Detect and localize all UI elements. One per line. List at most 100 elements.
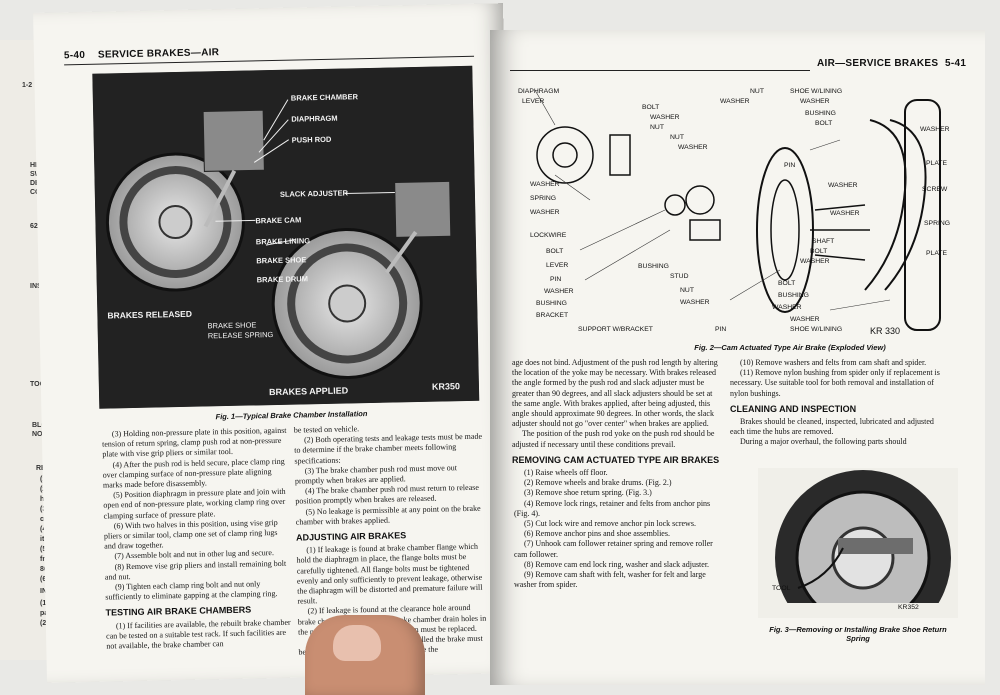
- step: (9) Remove cam shaft with felt, washer f…: [514, 570, 706, 590]
- figure-code: KR350: [431, 381, 461, 392]
- figure-code: KR 330: [870, 326, 901, 336]
- right-column-1: age does not bind. Adjustment of the pus…: [512, 358, 722, 590]
- part-label: WASHER: [800, 98, 830, 105]
- part-label: PLATE: [926, 250, 948, 257]
- part-label: WASHER: [830, 210, 860, 217]
- running-head: SERVICE BRAKES—AIR: [97, 47, 220, 61]
- paragraph: age does not bind. Adjustment of the pus…: [512, 358, 718, 429]
- paragraph: (11) Remove nylon bushing from spider on…: [730, 368, 940, 398]
- part-label: BUSHING: [805, 110, 836, 117]
- step: (5) Cut lock wire and remove anchor pin …: [524, 519, 696, 529]
- fragment: NOT: [32, 431, 47, 438]
- part-label: WASHER: [530, 209, 560, 216]
- part-label: DIAPHRAGM: [518, 88, 560, 95]
- part-label: BUSHING: [638, 263, 669, 270]
- part-label: SCREW: [922, 186, 948, 193]
- part-label: WASHER: [544, 288, 574, 295]
- step: (3) Remove shoe return spring. (Fig. 3.): [524, 488, 652, 498]
- figure-code: KR352: [898, 604, 919, 611]
- figure1-caption: Fig. 1—Typical Brake Chamber Installatio…: [215, 409, 368, 422]
- paragraph: During a major overhaul, the following p…: [740, 437, 907, 447]
- part-label: NUT: [650, 124, 664, 131]
- label-tool: TOOL: [772, 585, 791, 592]
- part-label: SPRING: [924, 220, 951, 227]
- part-label: PIN: [550, 276, 562, 283]
- part-label: SHOE W/LINING: [790, 88, 843, 95]
- step: (6) Remove anchor pins and shoe assembli…: [524, 529, 670, 539]
- brake-assembly-illustration: [92, 65, 480, 409]
- label-diaphragm: DIAPHRAGM: [291, 113, 338, 124]
- spring-tool-illustration: [758, 470, 958, 618]
- part-label: LOCKWIRE: [530, 232, 567, 239]
- part-label: WASHER: [680, 299, 710, 306]
- exploded-view-illustration: [534, 89, 941, 331]
- part-label: BOLT: [778, 280, 796, 287]
- label-brake-drum: BRAKE DRUM: [256, 274, 309, 285]
- step: (2) Remove wheels and brake drums. (Fig.…: [524, 478, 672, 488]
- part-label: PIN: [784, 162, 796, 169]
- part-label: PIN: [715, 326, 727, 333]
- figure3-photo: TOOL KR352: [758, 468, 958, 618]
- left-page: 5-40 SERVICE BRAKES—AIR: [33, 3, 517, 683]
- label-slack-adjuster: SLACK ADJUSTER: [279, 188, 349, 199]
- right-page: AIR—SERVICE BRAKES 5-41: [490, 30, 985, 685]
- label-brakes-applied: BRAKES APPLIED: [268, 385, 349, 398]
- section-heading: REMOVING CAM ACTUATED TYPE AIR BRAKES: [512, 454, 720, 465]
- paragraph: (2) Both operating tests and leakage tes…: [294, 431, 483, 466]
- part-label: WASHER: [828, 182, 858, 189]
- label-brake-shoe-2: BRAKE SHOE: [207, 320, 257, 331]
- part-label: SUPPORT W/BRACKET: [578, 326, 653, 333]
- part-label: BUSHING: [536, 300, 567, 307]
- right-column-2: (10) Remove washers and felts from cam s…: [730, 358, 950, 448]
- part-label: LEVER: [522, 98, 545, 105]
- paragraph: The position of the push rod yoke on the…: [512, 429, 715, 449]
- part-label: WASHER: [530, 181, 560, 188]
- label-release-spring: RELEASE SPRING: [207, 330, 274, 341]
- running-head: AIR—SERVICE BRAKES: [817, 58, 939, 69]
- label-brake-chamber: BRAKE CHAMBER: [290, 92, 359, 103]
- figure2-caption: Fig. 2—Cam Actuated Type Air Brake (Expl…: [694, 343, 886, 352]
- page-number: 5-41: [945, 58, 967, 69]
- figure3-caption: Fig. 3—Removing or Installing Brake Shoe…: [769, 625, 947, 643]
- step: (7) Unhook cam follower retainer spring …: [514, 539, 713, 559]
- page-number: 5-40: [63, 49, 86, 62]
- part-label: WASHER: [720, 98, 750, 105]
- paragraph: (10) Remove washers and felts from cam s…: [740, 358, 927, 367]
- paragraph: (1) If leakage is found at brake chamber…: [296, 542, 483, 606]
- paragraph: (6) With two halves in this position, us…: [103, 517, 278, 551]
- part-label: WASHER: [650, 114, 680, 121]
- header-rule: [510, 70, 810, 71]
- label-brake-lining: BRAKE LINING: [255, 236, 311, 247]
- paragraph: (5) Position diaphragm in pressure plate…: [103, 487, 286, 521]
- part-label: BUSHING: [778, 292, 809, 299]
- part-label: BOLT: [815, 120, 833, 127]
- fragment: (2): [40, 620, 49, 627]
- label-brake-cam: BRAKE CAM: [255, 215, 302, 226]
- part-label: STUD: [670, 273, 689, 280]
- part-label: LEVER: [546, 262, 569, 269]
- part-label: WASHER: [772, 304, 802, 311]
- part-label: WASHER: [678, 144, 708, 151]
- part-label: BOLT: [642, 104, 660, 111]
- paragraph: (3) Holding non-pressure plate in this p…: [101, 425, 287, 460]
- thumb: [305, 615, 425, 695]
- section-heading: ADJUSTING AIR BRAKES: [295, 530, 407, 543]
- paragraph: (9) Tighten each clamp ring bolt and nut…: [105, 579, 278, 602]
- part-label: PLATE: [926, 160, 948, 167]
- paragraph: Brakes should be cleaned, inspected, lub…: [730, 417, 934, 437]
- part-label: SHAFT: [812, 238, 835, 245]
- label-brake-shoe: BRAKE SHOE: [256, 255, 307, 266]
- figure2-drawing: DIAPHRAGM LEVER BOLT WASHER NUT NUT WASH…: [510, 80, 980, 340]
- step: (1) Raise wheels off floor.: [524, 468, 608, 478]
- part-label: NUT: [670, 134, 684, 141]
- part-label: WASHER: [920, 126, 950, 133]
- label-push-rod: PUSH ROD: [291, 134, 332, 145]
- fragment: 1-2: [22, 82, 33, 89]
- part-label: NUT: [680, 287, 694, 294]
- label-brakes-released: BRAKES RELEASED: [107, 308, 193, 321]
- fragment: (1): [40, 600, 49, 607]
- section-heading: TESTING AIR BRAKE CHAMBERS: [105, 605, 252, 619]
- left-column-1: (3) Holding non-pressure plate in this p…: [102, 426, 292, 652]
- fragment: TOO: [30, 381, 46, 388]
